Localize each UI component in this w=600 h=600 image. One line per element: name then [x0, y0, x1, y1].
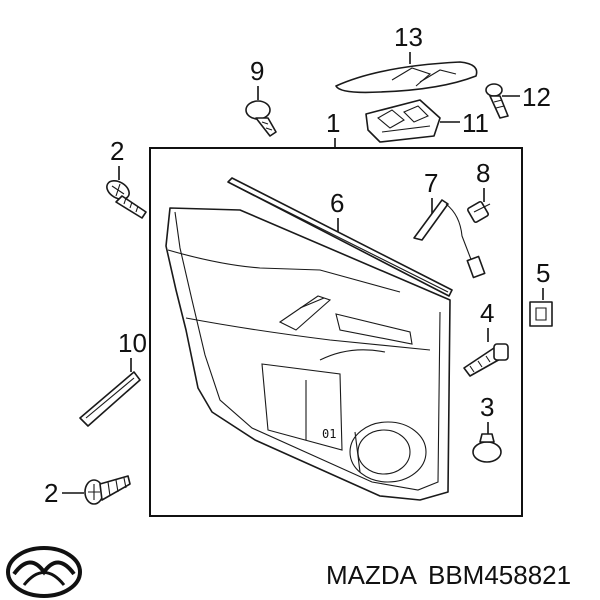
callout-5: 5 [536, 258, 550, 288]
part-number-label: BBM458821 [428, 560, 571, 590]
retainer-clip [529, 301, 553, 327]
callout-6: 6 [330, 188, 344, 218]
svg-text:01: 01 [322, 427, 336, 441]
callout-13: 13 [394, 22, 423, 52]
callout-2-lower: 2 [44, 478, 58, 508]
screw-2-lower [84, 475, 131, 505]
callout-8: 8 [476, 158, 490, 188]
brand-label: MAZDA [326, 560, 418, 590]
lamp-socket [467, 201, 491, 223]
door-trim-panel: 01 [165, 207, 451, 501]
callout-11: 11 [462, 108, 489, 138]
mazda-logo-icon [6, 546, 82, 598]
callout-10: 10 [118, 328, 147, 358]
screw-2-upper [106, 180, 147, 219]
window-switch [365, 99, 441, 143]
callout-9: 9 [250, 56, 264, 86]
callout-12: 12 [522, 82, 551, 112]
screw-12 [485, 83, 509, 119]
assembly-frame [149, 147, 523, 517]
trim-strip [79, 371, 141, 427]
screw-4 [463, 343, 509, 377]
callout-4: 4 [480, 298, 494, 328]
switch-bezel [335, 61, 478, 94]
wire-harness [413, 199, 486, 279]
callout-2-upper: 2 [110, 136, 124, 166]
callout-7: 7 [424, 168, 438, 198]
fastener-9 [245, 100, 277, 137]
push-clip [472, 433, 502, 463]
callout-1: 1 [326, 108, 340, 138]
callout-3: 3 [480, 392, 494, 422]
